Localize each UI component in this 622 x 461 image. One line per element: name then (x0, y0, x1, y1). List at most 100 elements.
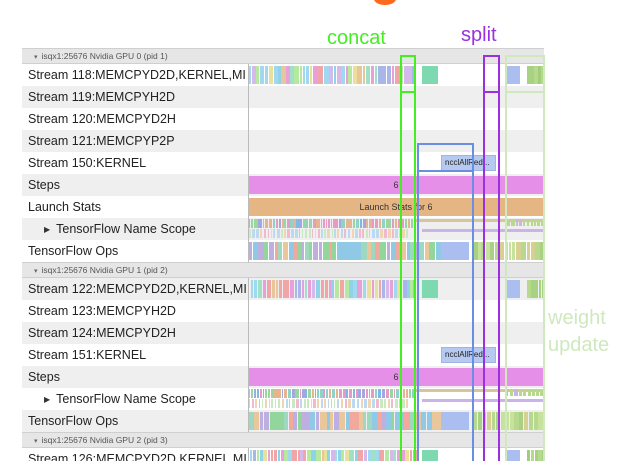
trace-event-block[interactable] (261, 399, 264, 408)
trace-event-block[interactable] (393, 389, 396, 398)
trace-event-block[interactable] (377, 412, 382, 430)
trace-event-block[interactable] (287, 280, 290, 298)
trace-event-block[interactable] (263, 229, 267, 238)
group-header-gpu-1[interactable]: ▾isqx1:25676 Nvidia GPU 1 (pid 2) (22, 262, 544, 278)
trace-event-block[interactable] (371, 229, 375, 238)
trace-event-block[interactable] (370, 66, 375, 84)
trace-event-block[interactable] (284, 450, 288, 461)
trace-event-block[interactable] (527, 389, 531, 396)
trace-event-block[interactable] (293, 412, 298, 430)
trace-event-block[interactable] (361, 242, 367, 260)
trace-event-block[interactable] (494, 242, 500, 260)
trace-event-block[interactable] (506, 219, 510, 226)
trace-event-block[interactable] (294, 242, 297, 260)
trace-event-block[interactable] (325, 389, 328, 398)
trace-event-block[interactable] (407, 280, 410, 298)
trace-event-block[interactable] (256, 450, 260, 461)
trace-event-block[interactable] (278, 389, 281, 398)
trace-event-block[interactable] (333, 412, 339, 430)
trace-event-block[interactable] (363, 450, 368, 461)
trace-event-block[interactable] (360, 399, 363, 408)
trace-event-block[interactable] (391, 66, 395, 84)
trace-event-block[interactable] (320, 412, 323, 430)
trace-event-block[interactable] (391, 412, 394, 430)
trace-event-block[interactable] (432, 412, 436, 430)
trace-event-block[interactable] (284, 412, 289, 430)
trace-event-block[interactable] (319, 389, 323, 398)
trace-event-block[interactable] (331, 280, 335, 298)
trace-event-block[interactable] (248, 399, 251, 408)
trace-event-block[interactable] (332, 242, 337, 260)
trace-event-block[interactable] (495, 412, 501, 430)
trace-event-block[interactable] (281, 66, 286, 84)
trace-event-block[interactable] (401, 242, 407, 260)
trace-event-block[interactable] (310, 399, 312, 408)
trace-event-block[interactable] (309, 412, 316, 430)
trace-event-block[interactable] (541, 280, 544, 298)
trace-event-block[interactable] (394, 412, 398, 430)
trace-event-block[interactable] (271, 399, 274, 408)
trace-event-block[interactable] (277, 399, 281, 408)
trace-event-block[interactable] (391, 219, 394, 228)
trace-event-block[interactable] (378, 66, 383, 84)
trace-event-block[interactable] (344, 399, 347, 408)
trace-event-block[interactable] (259, 66, 265, 84)
trace-event-block[interactable] (406, 242, 410, 260)
trace-row-lane[interactable]: 6 (248, 366, 544, 388)
trace-event-block[interactable] (368, 229, 371, 238)
trace-event-block[interactable] (337, 229, 340, 238)
trace-event-block[interactable] (362, 389, 365, 398)
trace-event-block[interactable] (356, 389, 358, 398)
trace-event-block[interactable] (290, 66, 294, 84)
trace-event-block[interactable] (283, 229, 286, 238)
chevron-down-icon[interactable]: ▾ (34, 438, 38, 445)
trace-event-block[interactable] (344, 280, 349, 298)
trace-event-block[interactable] (533, 219, 537, 226)
trace-event-block[interactable] (353, 242, 358, 260)
trace-event-block[interactable] (364, 399, 367, 408)
trace-event-block[interactable] (297, 450, 300, 461)
trace-event-block[interactable] (304, 280, 308, 298)
trace-event-block[interactable] (309, 242, 313, 260)
trace-event-block[interactable] (294, 66, 300, 84)
trace-event-block[interactable] (300, 450, 303, 461)
trace-row-lane[interactable] (248, 410, 544, 432)
trace-event-block[interactable] (316, 219, 320, 228)
trace-event-block[interactable] (372, 219, 375, 228)
trace-event-block[interactable] (346, 389, 349, 398)
trace-event-block[interactable] (285, 399, 288, 408)
trace-event-block[interactable] (333, 66, 337, 84)
trace-event-block[interactable] (491, 412, 496, 430)
trace-event-block[interactable] (288, 412, 293, 430)
trace-event-block[interactable] (252, 66, 256, 84)
trace-event-block[interactable] (301, 229, 304, 238)
trace-event-block[interactable] (391, 399, 394, 408)
trace-event-block[interactable] (331, 229, 334, 238)
trace-event-block[interactable] (313, 66, 318, 84)
trace-event-block[interactable] (530, 450, 535, 461)
trace-event-block[interactable] (336, 66, 341, 84)
trace-event-block[interactable] (356, 219, 360, 228)
trace-event-block[interactable] (281, 219, 284, 228)
trace-event-block[interactable] (286, 219, 290, 228)
trace-event-block[interactable] (264, 242, 269, 260)
trace-event-block[interactable] (262, 280, 267, 298)
trace-event-block[interactable] (308, 389, 311, 398)
trace-event-block[interactable] (252, 450, 257, 461)
trace-event-block[interactable] (337, 450, 341, 461)
trace-row[interactable]: Stream 123:MEMCPYH2D (22, 300, 544, 322)
trace-event-block[interactable] (406, 399, 409, 408)
trace-event-block[interactable] (540, 219, 544, 226)
group-header-gpu-0[interactable]: ▾isqx1:25676 Nvidia GPU 0 (pid 1) (22, 48, 544, 64)
trace-event-block[interactable] (389, 389, 393, 398)
trace-event-block[interactable] (309, 66, 313, 84)
trace-event-block[interactable] (353, 412, 359, 430)
trace-event-block[interactable] (405, 450, 410, 461)
trace-event-block[interactable] (341, 450, 345, 461)
trace-event-block[interactable] (526, 242, 531, 260)
trace-event-block[interactable] (308, 219, 313, 228)
trace-event-block[interactable] (349, 219, 353, 228)
trace-event-block[interactable] (248, 450, 253, 461)
trace-row[interactable]: ▶TensorFlow Name Scope (22, 388, 544, 410)
trace-event-block[interactable] (538, 66, 541, 84)
